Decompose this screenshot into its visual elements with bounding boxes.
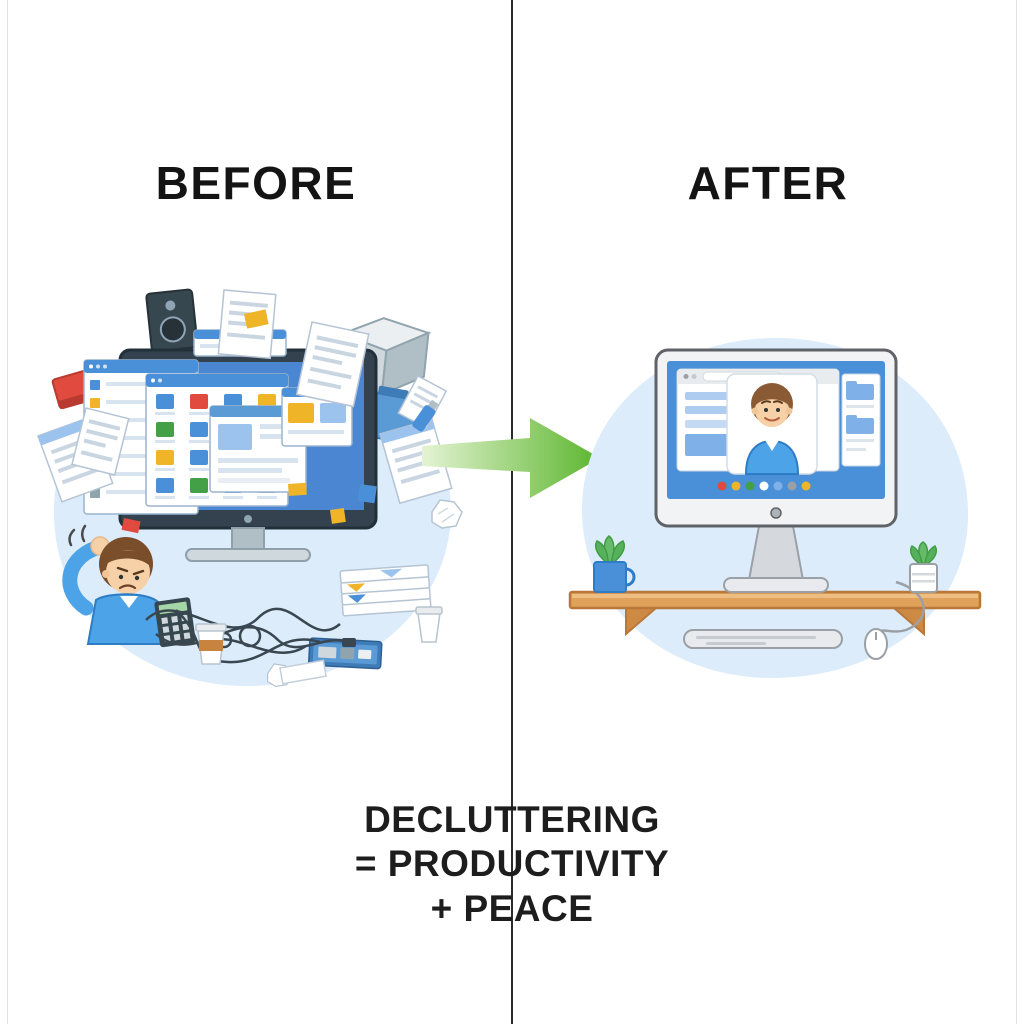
caption-line-2: = PRODUCTIVITY [354,843,670,885]
avatar-eye-right [776,408,780,412]
paper-cup [415,606,443,643]
loose-sheet [279,659,327,685]
before-heading: BEFORE [155,157,357,209]
sticky-note-3 [330,508,346,524]
avatar-smile [764,417,780,422]
center-divider [511,0,513,1024]
avatar-collar [765,440,779,451]
stress-mark-1 [68,528,76,547]
caption-line-3: + PEACE [430,887,594,929]
paper-sheet-3 [295,321,370,408]
paper-sheet-6 [397,374,448,430]
white-pot [909,563,938,593]
left-edge-line [7,0,8,1024]
worried-brow-right [132,569,145,576]
right-edge-line [1016,0,1017,1024]
avatar-ear-left [751,407,759,415]
browser-dot-1 [683,374,689,379]
calculator [154,597,196,648]
caption-line-1: DECLUTTERING [364,799,660,840]
caption: DECLUTTERING = PRODUCTIVITY + PEACE [0,798,1024,931]
paper-stack [339,564,432,617]
potted-plant-right [909,541,938,593]
usb-stick [412,399,439,432]
video-call-avatar [726,373,818,475]
after-illustration [568,338,982,678]
sticky-note-5 [288,482,307,496]
folder-panel [841,373,881,467]
eye-left [118,574,124,580]
face [106,550,150,594]
crumpled-paper-1 [431,499,463,529]
browser-dot-2 [691,374,697,379]
arrow-shape [422,418,600,498]
avatar-ear-right [785,407,793,415]
avatar-eye-left [764,408,768,412]
dock-icons [717,481,825,491]
sticky-note-1 [244,309,269,329]
speaker-icon [145,288,199,353]
paper-sheet-5 [217,289,277,360]
stressed-person [62,524,168,645]
collar [120,596,138,608]
paper-sheet-2 [71,407,130,476]
coffee-cup [195,623,227,665]
keyboard [683,629,843,649]
after-heading: AFTER [687,157,849,209]
worried-brow-left [116,566,129,573]
ear [102,570,110,578]
eye-right [134,575,140,581]
blue-mug-pot [593,561,627,593]
sticky-note-4 [121,518,141,534]
mouse [864,628,888,660]
potted-plant-left [593,535,636,593]
sticky-note-2 [357,484,377,504]
before-illustration [37,288,463,688]
frown [118,584,137,590]
gadget-tray [307,637,383,670]
mug-handle [625,567,636,587]
transform-arrow [422,418,600,498]
raised-arm [62,540,104,616]
mouse-cable [877,580,925,634]
wooden-shelf [568,590,982,637]
stress-mark-2 [81,524,87,543]
monitor-logo-dot [770,507,782,519]
